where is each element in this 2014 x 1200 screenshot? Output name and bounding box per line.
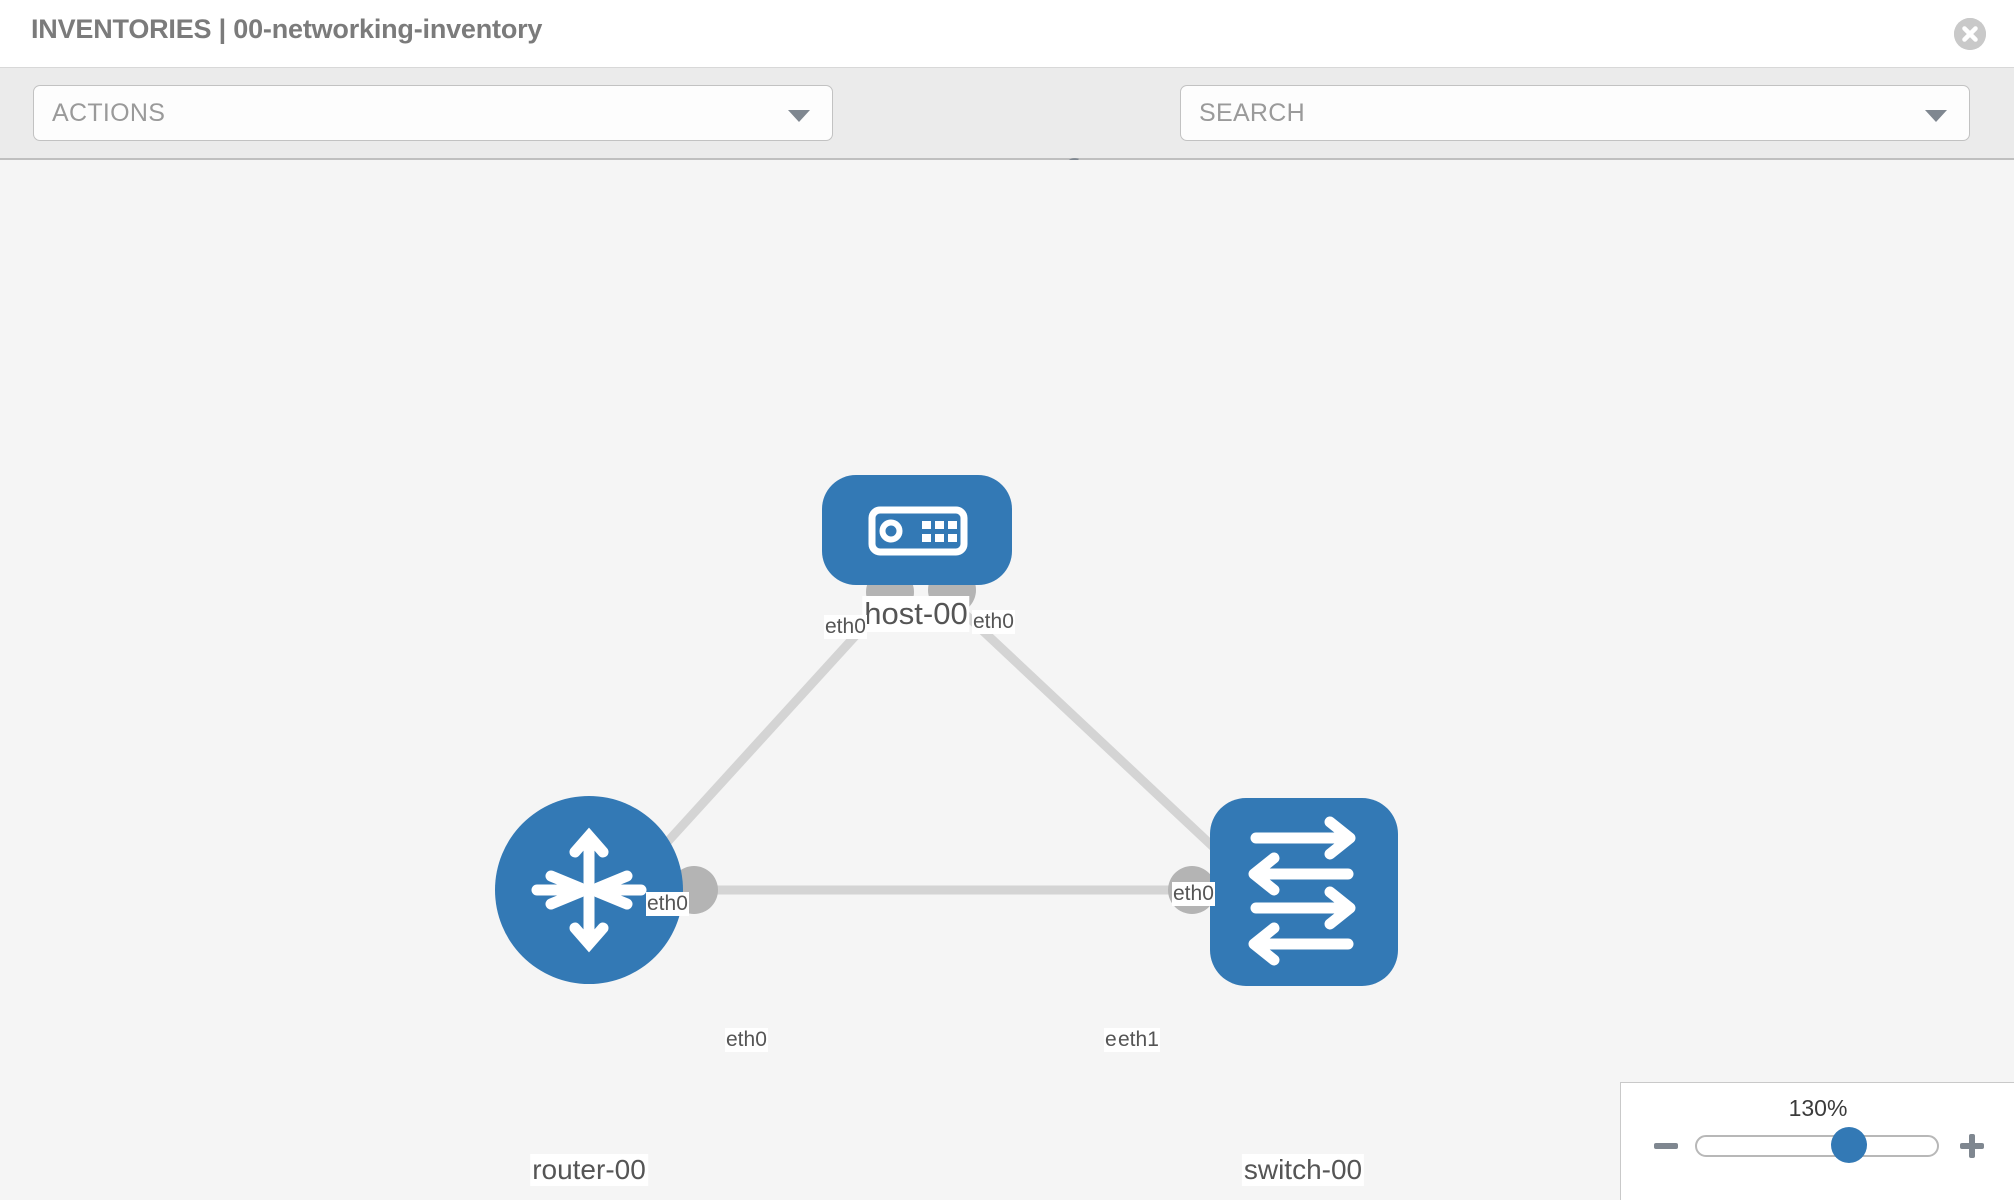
edge-label-switch-eth1: eth1 bbox=[1117, 1028, 1160, 1052]
topology-canvas[interactable]: host-00 router-00 switch-00 eth0 eth0 et… bbox=[0, 160, 2014, 1200]
link-host-router[interactable] bbox=[636, 596, 892, 876]
minus-icon[interactable] bbox=[1651, 1131, 1681, 1161]
node-host-00[interactable] bbox=[822, 475, 1012, 585]
node-label-router-00: router-00 bbox=[530, 1154, 648, 1186]
page-title: INVENTORIES | 00-networking-inventory bbox=[31, 14, 543, 44]
server-icon bbox=[868, 506, 968, 556]
router-arrows-icon bbox=[531, 827, 647, 953]
topology-graph bbox=[495, 475, 1398, 986]
actions-dropdown-label: ACTIONS bbox=[52, 99, 166, 127]
toolbar: ACTIONS SEARCH bbox=[0, 68, 2014, 198]
chevron-down-icon[interactable] bbox=[1925, 110, 1947, 122]
zoom-slider-track[interactable] bbox=[1695, 1135, 1939, 1157]
switch-arrows-icon bbox=[1248, 816, 1356, 966]
actions-dropdown[interactable]: ACTIONS bbox=[33, 85, 833, 141]
node-label-switch-00: switch-00 bbox=[1241, 1154, 1365, 1186]
page-header: INVENTORIES | 00-networking-inventory bbox=[0, 0, 2014, 68]
edge-label-host-eth0-right: eth0 bbox=[972, 610, 1015, 634]
zoom-control-panel: 130% bbox=[1620, 1082, 2014, 1200]
search-input[interactable]: SEARCH bbox=[1180, 85, 1970, 141]
plus-icon[interactable] bbox=[1957, 1131, 1987, 1161]
zoom-level-value: 130% bbox=[1788, 1095, 1848, 1121]
chevron-down-icon bbox=[788, 110, 810, 122]
node-router-00[interactable] bbox=[495, 796, 683, 984]
close-glyph bbox=[1954, 18, 1986, 50]
node-label-host-00: host-00 bbox=[862, 596, 970, 632]
edge-label-router-uplink-eth0: eth0 bbox=[646, 892, 689, 916]
close-icon[interactable] bbox=[1954, 18, 1986, 50]
edge-label-switch-uplink-eth0: eth0 bbox=[1172, 882, 1215, 906]
zoom-slider-thumb[interactable] bbox=[1831, 1127, 1867, 1163]
minus-glyph bbox=[1654, 1143, 1678, 1149]
link-host-switch[interactable] bbox=[946, 596, 1244, 876]
edge-label-host-eth0-left: eth0 bbox=[824, 615, 867, 639]
node-switch-00[interactable] bbox=[1210, 798, 1398, 986]
edge-label-router-eth0: eth0 bbox=[725, 1028, 768, 1052]
plus-glyph bbox=[1960, 1134, 1984, 1158]
search-placeholder: SEARCH bbox=[1199, 99, 1305, 127]
